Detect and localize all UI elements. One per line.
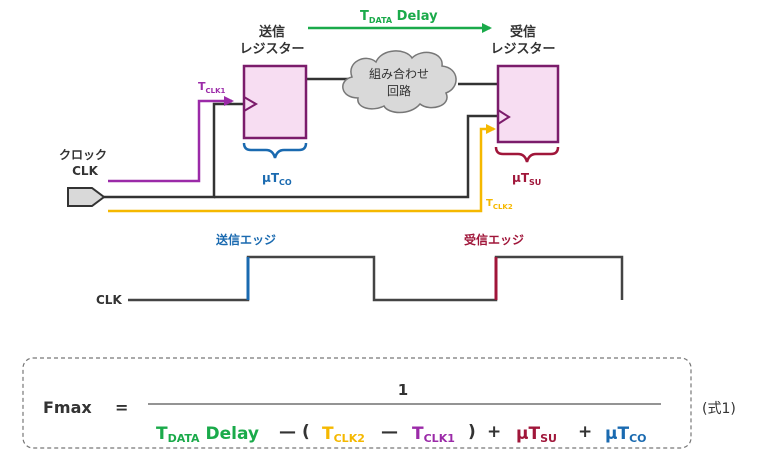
tclk2-path: [108, 124, 496, 213]
clock-label-clk: CLK: [72, 164, 98, 178]
svg-text:—: —: [279, 422, 296, 442]
source-clock-input-icon: [243, 96, 258, 112]
latch-edge-label: 受信エッジ: [464, 232, 524, 247]
equation-tag: (式1): [702, 401, 736, 417]
svg-text:TCLK2: TCLK2: [322, 424, 365, 445]
formula-box: [22, 357, 692, 449]
comb-logic-label-2: 回路: [387, 83, 411, 98]
dest-register-label-2: レジスター: [490, 42, 555, 57]
tclk1-label: TCLK1: [198, 80, 226, 95]
svg-text:μTSU: μTSU: [516, 424, 557, 445]
dest-register-label: 受信: [510, 24, 536, 40]
comb-logic-label: 組み合わせ: [369, 66, 429, 81]
svg-text:—: —: [381, 422, 398, 442]
dest-register: [496, 64, 560, 144]
utco-brace: [242, 142, 308, 159]
clock-input-pin: [67, 187, 106, 207]
launch-edge-label: 送信エッジ: [215, 232, 276, 247]
utsu-label: μTSU: [512, 171, 541, 187]
combinational-logic-cloud: [342, 50, 457, 114]
utsu-brace: [494, 146, 560, 163]
numerator: 1: [398, 381, 408, 399]
svg-text:+: +: [487, 422, 501, 442]
svg-text:): ): [468, 422, 476, 442]
clock-label: クロック: [59, 148, 107, 162]
tdata-delay-label: TDATA Delay: [360, 9, 438, 25]
clk-waveform-label: CLK: [96, 293, 122, 307]
utco-label: μTCO: [262, 171, 292, 187]
fmax-label: Fmax: [43, 398, 92, 417]
tclk2-label: TCLK2: [486, 198, 513, 211]
svg-text:+: +: [578, 422, 592, 442]
source-register-label-2: レジスター: [239, 42, 304, 57]
denominator: TDATA Delay — ( TCLK2 — TCLK1 ) + μTSU +…: [156, 422, 647, 445]
svg-text:TCLK1: TCLK1: [412, 424, 455, 445]
svg-text:TDATA Delay: TDATA Delay: [156, 424, 259, 445]
tclk1-path: [108, 96, 234, 183]
svg-text:μTCO: μTCO: [605, 424, 647, 445]
clk-waveform: [128, 255, 624, 302]
source-register-label: 送信: [258, 24, 285, 40]
svg-text:(: (: [302, 422, 310, 442]
equals-sign: =: [115, 398, 128, 417]
dest-clock-input-icon: [497, 109, 511, 125]
